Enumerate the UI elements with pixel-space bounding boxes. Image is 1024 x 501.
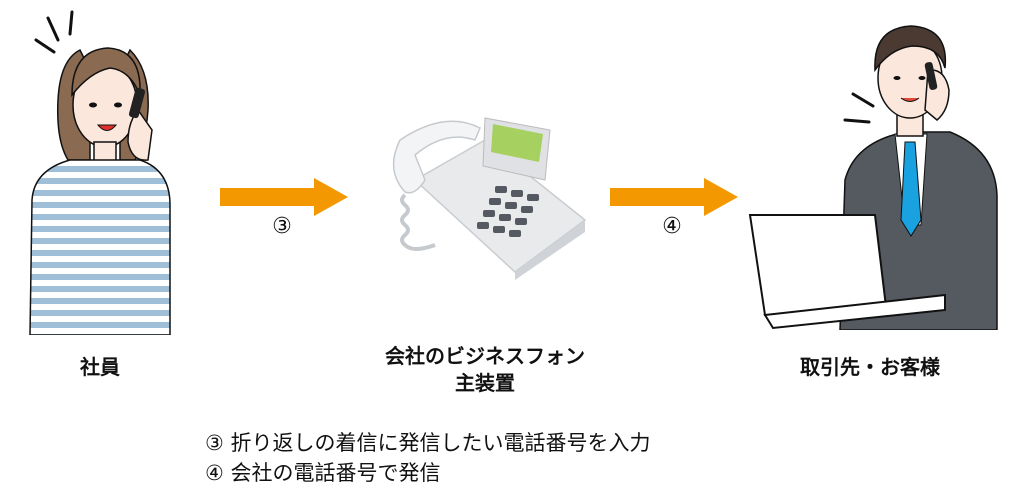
note-step-4: ④ 会社の電話番号で発信 (205, 461, 441, 485)
speech-lines-icon (843, 92, 875, 124)
note-step-3: ③ 折り返しの着信に発信したい電話番号を入力 (205, 431, 651, 455)
step-label-3: ③ (272, 214, 292, 239)
pbx-label: 会社のビジネスフォン 主装置 (345, 343, 625, 397)
pbx-label-line1: 会社のビジネスフォン (385, 344, 585, 368)
arrow-right-icon (220, 178, 348, 216)
client-label: 取引先・お客様 (800, 355, 940, 379)
business-phone-illustration (392, 117, 587, 280)
client-illustration (748, 25, 998, 330)
step-notes: ③ 折り返しの着信に発信したい電話番号を入力 ④ 会社の電話番号で発信 (205, 428, 651, 488)
employee-label: 社員 (80, 355, 120, 379)
employee-illustration (29, 10, 171, 335)
step-label-4: ④ (662, 214, 682, 239)
excitement-lines-icon (34, 10, 74, 54)
arrow-right-icon (610, 178, 738, 216)
pbx-label-line2: 主装置 (455, 371, 515, 395)
